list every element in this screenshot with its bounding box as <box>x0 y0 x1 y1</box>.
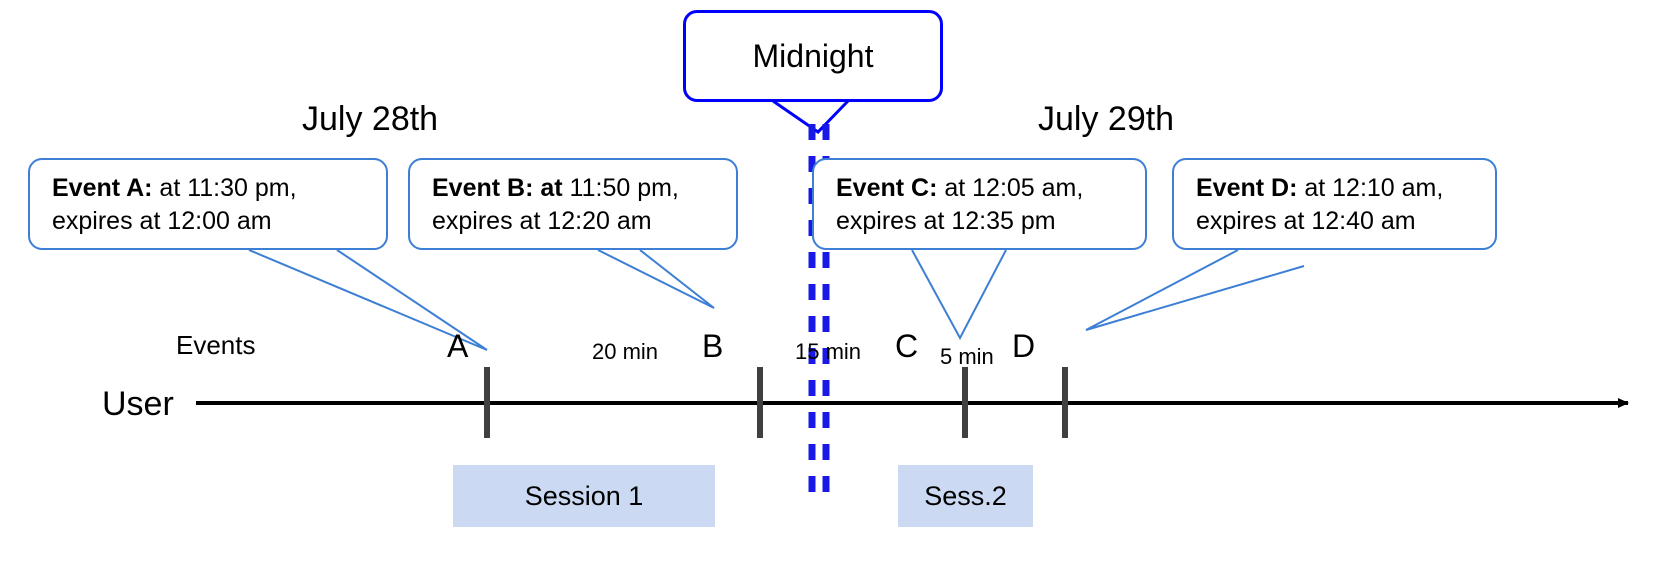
marker-label-c-text: C <box>895 328 919 364</box>
event-d-callout-tail <box>1085 249 1305 331</box>
row-label-events: Events <box>176 330 256 361</box>
callout-event-b-bold: Event B: at <box>432 174 563 202</box>
callout-event-c-line1: Event C: at 12:05 am, <box>836 172 1131 205</box>
date-header-july-28-text: July 28th <box>302 100 439 138</box>
marker-label-a: A <box>447 330 468 362</box>
session-block-1-label: Session 1 <box>524 480 644 511</box>
callout-event-d-line2: expires at 12:40 am <box>1196 206 1416 235</box>
row-label-events-text: Events <box>176 330 256 360</box>
date-header-july-29: July 29th <box>1038 100 1174 139</box>
marker-label-c: C <box>895 330 918 362</box>
marker-label-a-text: A <box>447 328 469 364</box>
callout-event-b: Event B: at 11:50 pm, expires at 12:20 a… <box>408 158 738 250</box>
callout-event-d-rest: at 12:10 am, <box>1297 174 1444 202</box>
callout-event-d-bold: Event D: <box>1196 174 1298 202</box>
row-label-user-text: User <box>102 385 174 423</box>
marker-label-d: D <box>1012 330 1035 362</box>
callout-event-c: Event C: at 12:05 am, expires at 12:35 p… <box>812 158 1147 250</box>
marker-label-b-text: B <box>702 328 724 364</box>
session-block-2-label: Sess.2 <box>924 480 1007 511</box>
midnight-label-text: Midnight <box>752 38 874 74</box>
event-b-callout-tail <box>597 249 715 309</box>
gap-label-5-min-text: 5 min <box>940 344 994 369</box>
gap-label-15-min-text: 15 min <box>795 339 862 364</box>
event-c-callout-tail <box>911 249 1007 341</box>
callout-event-b-line2: expires at 12:20 am <box>432 206 652 235</box>
row-label-user: User <box>102 385 174 424</box>
callout-event-c-bold: Event C: <box>836 174 938 202</box>
date-header-july-28: July 28th <box>302 100 438 139</box>
gap-label-20-min-text: 20 min <box>592 339 659 364</box>
callout-event-c-rest: at 12:05 am, <box>937 174 1084 202</box>
gap-label-5-min: 5 min <box>940 346 994 368</box>
callout-event-a-rest: at 11:30 pm, <box>152 174 297 202</box>
midnight-label-box: Midnight <box>683 10 943 102</box>
callout-event-a-line2: expires at 12:00 am <box>52 206 272 235</box>
callout-event-a-bold: Event A: <box>52 174 153 202</box>
callout-event-b-line1: Event B: at 11:50 pm, <box>432 172 722 205</box>
session-block-2: Sess.2 <box>898 465 1033 527</box>
gap-label-20-min: 20 min <box>592 341 658 363</box>
callout-event-d: Event D: at 12:10 am, expires at 12:40 a… <box>1172 158 1497 250</box>
marker-label-d-text: D <box>1012 328 1036 364</box>
callout-event-d-line1: Event D: at 12:10 am, <box>1196 172 1481 205</box>
callout-event-c-line2: expires at 12:35 pm <box>836 206 1056 235</box>
midnight-callout-tail <box>772 99 850 134</box>
marker-label-b: B <box>702 330 723 362</box>
callout-event-a: Event A: at 11:30 pm, expires at 12:00 a… <box>28 158 388 250</box>
session-block-1: Session 1 <box>453 465 715 527</box>
callout-event-a-line1: Event A: at 11:30 pm, <box>52 172 372 205</box>
callout-event-b-rest: 11:50 pm, <box>562 174 679 202</box>
gap-label-15-min: 15 min <box>795 341 861 363</box>
date-header-july-29-text: July 29th <box>1038 100 1175 138</box>
